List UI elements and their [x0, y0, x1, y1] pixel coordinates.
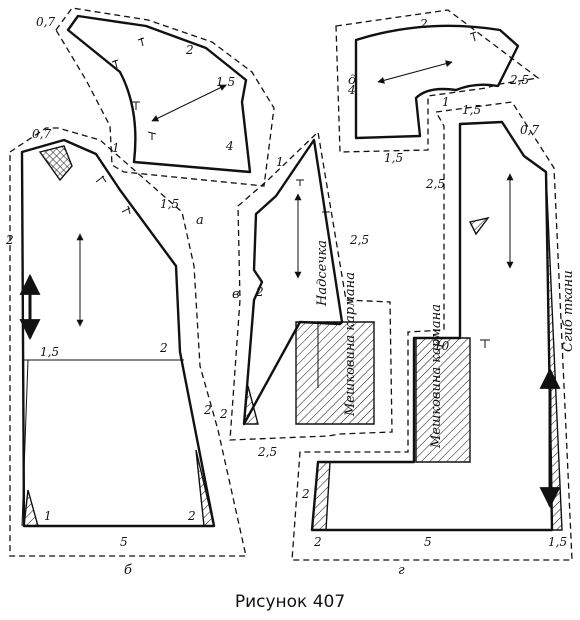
pocket-bag	[415, 337, 471, 463]
allowance-label: 2	[185, 43, 194, 57]
notch-mark-icon	[95, 175, 131, 215]
allowance-label: 2	[159, 341, 168, 355]
allowance-label: 2,5	[509, 73, 529, 87]
part-d-allowance	[335, 9, 540, 153]
allowance-label: 1	[276, 155, 284, 169]
part-g: 1,5 0,7 2,5 10 2 2 5 1,5 г Мешковина кар…	[291, 101, 576, 578]
figure-caption: Рисунок 407	[234, 592, 346, 612]
allowance-label: 1	[112, 141, 120, 155]
allowance-label: 2,5	[349, 233, 369, 247]
allowance-label: 1,5	[384, 151, 403, 165]
hatched-area	[195, 449, 215, 527]
pocket-bag-note: Мешковина кармана	[429, 304, 444, 449]
pocket-bag-note: Мешковина кармана	[343, 272, 358, 417]
allowance-label: 10	[434, 339, 450, 353]
grainline-arrow-icon	[151, 84, 227, 122]
fold-note: Сгиб ткани	[561, 270, 576, 352]
allowance-label: 5	[424, 535, 432, 549]
hatched-area	[243, 385, 259, 425]
allowance-label: 0,7	[36, 15, 55, 29]
allowance-label: 2	[187, 509, 196, 523]
part-label: д	[348, 73, 356, 88]
side-line	[21, 359, 29, 527]
allowance-label: 2	[5, 233, 14, 247]
part-label: в	[232, 287, 240, 302]
allowance-label: 2	[313, 535, 322, 549]
allowance-label: 0,7	[520, 123, 539, 137]
allowance-label: 1,5	[462, 103, 481, 117]
allowance-label: 4	[347, 83, 356, 97]
allowance-label: 1	[44, 509, 52, 523]
part-label: а	[196, 213, 204, 228]
hatched-area	[468, 216, 490, 236]
allowance-label: 2,5	[257, 445, 277, 459]
hatched-area	[23, 489, 39, 527]
allowance-label: 2	[419, 17, 428, 31]
allowance-label: 2	[255, 285, 264, 299]
allowance-label: 4	[225, 139, 234, 153]
allowance-label: 1	[442, 95, 450, 109]
pocket-bag	[295, 321, 375, 425]
part-a: 0,7 2 1,5 4 1,5 1 а	[36, 7, 275, 228]
allowance-label: 1,5	[548, 535, 567, 549]
part-v-allowance	[229, 130, 393, 441]
allowance-label: 0,7	[32, 127, 51, 141]
allowance-label: 2	[203, 403, 212, 417]
hatched-area	[38, 145, 73, 182]
notch-mark-icon	[469, 31, 477, 42]
hatched-area	[311, 461, 331, 531]
part-d-outline	[354, 24, 520, 140]
allowance-label: 1,5	[40, 345, 59, 359]
part-a-allowance	[55, 7, 275, 187]
grainline-arrow-icon	[377, 60, 453, 84]
hatched-area	[545, 171, 563, 531]
notch-note: Надсечка	[315, 240, 330, 307]
allowance-label: 2,5	[425, 177, 445, 191]
part-b-outline	[20, 138, 216, 528]
allowance-label: 1,5	[160, 197, 179, 211]
allowance-label: 2	[219, 407, 228, 421]
part-a-outline	[66, 14, 252, 174]
part-g-allowance	[291, 101, 573, 561]
allowance-label: 5	[120, 535, 128, 549]
part-b: 0,7 2 1,5 2 2 1 2 5 б	[5, 127, 247, 578]
part-label: б	[124, 563, 132, 578]
notch-mark-icon	[111, 37, 157, 140]
allowance-label: 2	[301, 487, 310, 501]
notch-mark-icon	[480, 339, 490, 348]
allowance-label: 1,5	[216, 75, 235, 89]
notch-mark-icon	[296, 179, 330, 218]
part-label: г	[398, 563, 405, 578]
part-b-allowance	[9, 127, 247, 557]
part-v: 1 2,5 2 2 2,5 в Надсечка Мешковина карма…	[219, 130, 393, 459]
part-d: 2 4 2,5 1 1,5 д	[335, 9, 540, 165]
